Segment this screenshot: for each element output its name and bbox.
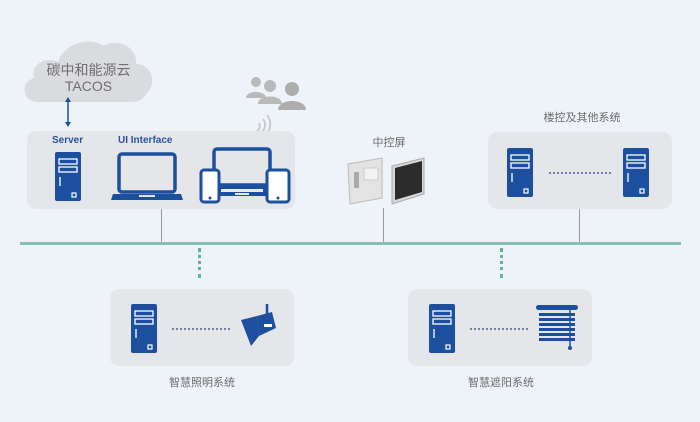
server-icon[interactable]: [55, 152, 81, 201]
cloud-title: 碳中和能源云: [46, 63, 131, 79]
central-screen-label: 中控屏: [372, 137, 406, 149]
building-control-label: 楼控及其他系统: [543, 112, 621, 124]
cloud-shape: [24, 41, 153, 102]
server-icon[interactable]: [507, 148, 533, 197]
ui-interface-label: UI Interface: [118, 135, 173, 146]
bidirectional-arrow-icon: [65, 97, 71, 127]
connector-central-screen: [383, 208, 384, 243]
dotted-drop-lighting: [198, 248, 204, 278]
connector-main: [161, 209, 162, 243]
dotted-link: [549, 172, 611, 174]
dotted-link: [470, 328, 528, 330]
connector-building-control: [579, 209, 580, 243]
laptop-icon[interactable]: [111, 152, 183, 202]
dotted-link: [172, 328, 230, 330]
server-icon[interactable]: [429, 304, 455, 353]
cloud-subtitle: TACOS: [64, 78, 113, 94]
dotted-drop-shading: [500, 248, 506, 278]
server-icon[interactable]: [131, 304, 157, 353]
server-icon[interactable]: [623, 148, 649, 197]
spotlight-icon[interactable]: [240, 304, 278, 348]
blinds-icon[interactable]: [536, 305, 578, 351]
lighting-label: 智慧照明系统: [169, 377, 235, 389]
shading-label: 智慧遮阳系统: [468, 377, 534, 389]
users-icon: [246, 77, 306, 110]
touch-panel-icon[interactable]: [346, 156, 428, 206]
server-label: Server: [52, 135, 84, 146]
multi-device-icon[interactable]: [199, 146, 291, 204]
network-bus: [20, 242, 681, 245]
